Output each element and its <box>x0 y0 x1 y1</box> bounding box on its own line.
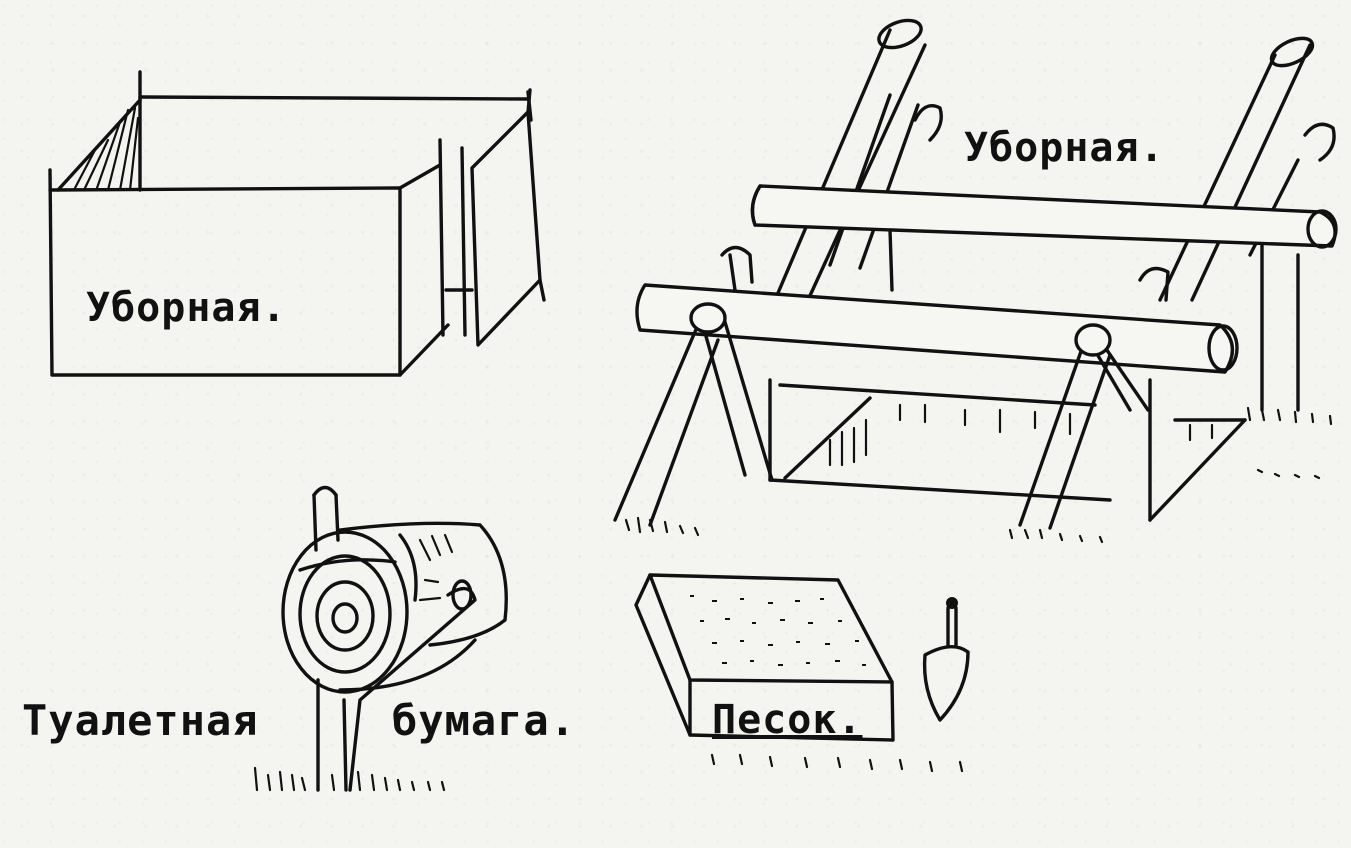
box-latrine-drawing <box>48 70 546 377</box>
toilet-paper-label-left: Туалетная <box>22 696 259 745</box>
toilet-paper-drawing <box>253 485 508 792</box>
frame-latrine-drawing <box>613 18 1338 544</box>
sand-box-drawing <box>634 573 970 773</box>
frame-latrine-label: Уборная. <box>960 128 1169 168</box>
box-latrine-label: Уборная. <box>86 285 287 331</box>
toilet-paper-label-right: бумага. <box>392 696 577 745</box>
sand-label: Песок. <box>712 697 863 743</box>
